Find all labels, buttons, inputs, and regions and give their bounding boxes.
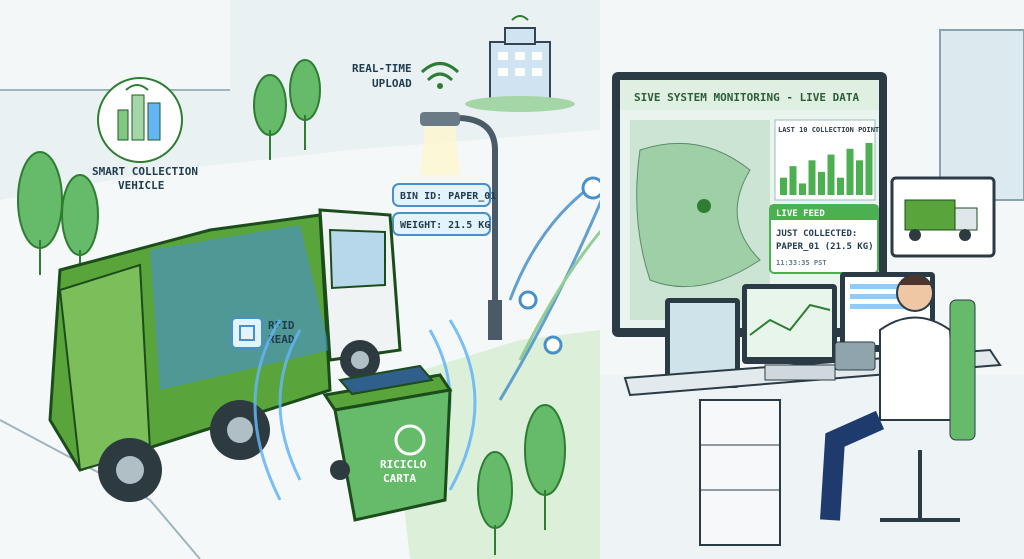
office-chair [949,299,976,441]
garbage-truck [48,208,402,502]
chart-bar [837,177,844,195]
bin-label-line2: CARTA [383,472,416,485]
chart-bar [808,160,816,195]
weight-text: WEIGHT: 21.5 KG [400,220,490,231]
rfid-label-line1: RFID [268,319,295,332]
chart-bar [856,160,863,195]
chart-bar [818,171,825,195]
office-window [939,29,1024,201]
rfid-label-line2: READ [268,333,295,346]
recycle-icon [394,424,426,456]
left-building [0,0,230,90]
bin-id-text: BIN ID: PAPER_01 [400,191,496,202]
live-feed-line2: PAPER_01 (21.5 KG) [776,242,874,252]
badge-label-line2: VEHICLE [118,179,164,192]
chart-bar [799,183,806,195]
live-feed-header: LIVE FEED [776,209,825,219]
street-lamp [420,112,502,340]
upload-label-line1: REAL-TIME [352,62,412,75]
signal-waves [253,178,622,501]
tree-group [17,59,566,555]
chart-bar [865,143,873,195]
collection-chart [780,143,873,195]
recycling-bin [322,364,453,522]
monitor-title: SIVE SYSTEM MONITORING - LIVE DATA [634,91,860,104]
chart-bar [789,166,797,195]
bin-label-line1: RICICLO [380,458,427,471]
keyboard [764,364,836,381]
data-center-icon [465,15,575,112]
upload-label-line2: UPLOAD [372,77,412,90]
chart-title: LAST 10 COLLECTION POINTS [778,126,883,134]
smart-city-badge [97,77,183,163]
weight-tag: WEIGHT: 21.5 KG [392,212,491,236]
truck-thumbnail [890,176,996,258]
solar-panel [338,364,434,396]
badge-label-line1: SMART COLLECTION [92,165,198,178]
map-pin-icon [697,199,711,213]
live-feed-card [769,204,879,274]
tablet [834,341,876,371]
rfid-reader [231,317,263,349]
live-feed-time: 11:33:35 PST [776,259,827,267]
wifi-icon [125,84,149,91]
chart-bar [827,154,835,195]
bin-id-tag: BIN ID: PAPER_01 [392,183,496,207]
live-feed-line1: JUST COLLECTED: [776,229,857,239]
chart-bar [846,148,854,195]
upload-wifi-icon [420,62,460,89]
operator-person [820,274,976,522]
chart-bar [780,177,787,195]
